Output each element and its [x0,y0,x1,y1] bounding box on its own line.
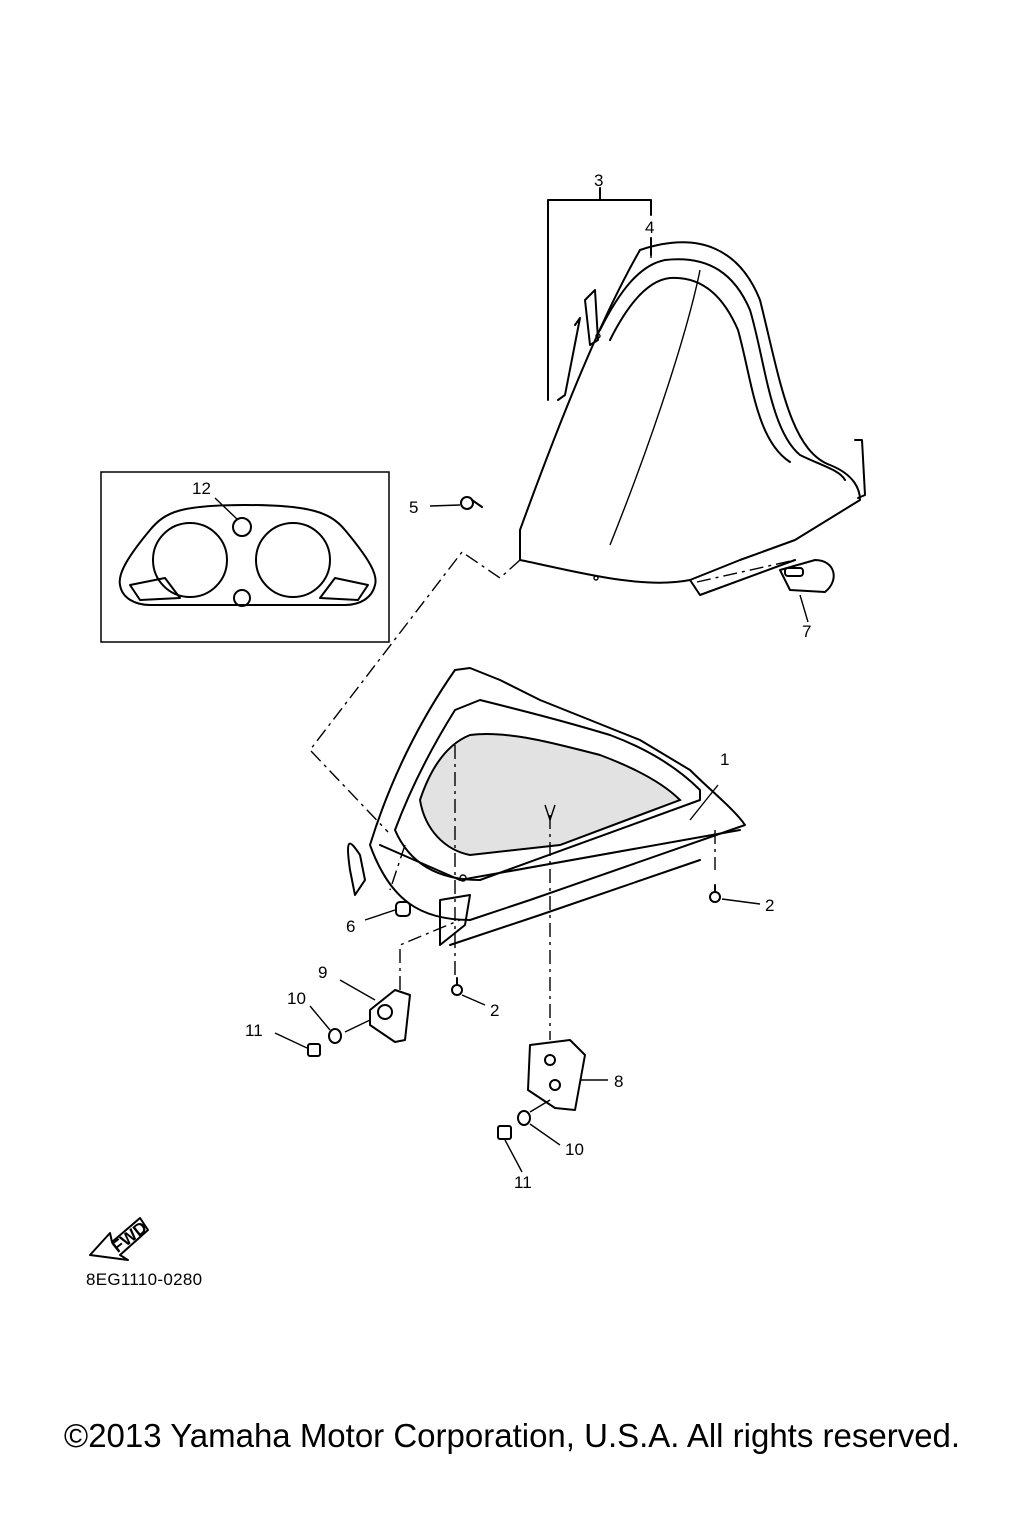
callout-1: 1 [720,750,729,769]
callout-11-left: 11 [245,1021,263,1040]
collar-6 [364,901,411,921]
callout-2-center: 2 [490,1001,499,1020]
callout-4: 4 [645,218,654,237]
callout-9: 9 [318,963,327,982]
callout-8: 8 [614,1072,623,1091]
meter-panel-inset [100,471,390,643]
bolt-2-right [709,884,761,905]
copyright-notice: ©2013 Yamaha Motor Corporation, U.S.A. A… [63,1417,961,1454]
windshield [519,241,866,596]
callout-6: 6 [346,917,355,936]
bolt-2-center [451,977,486,1006]
washer-10-right [517,1099,561,1146]
assembly-guide-lines [309,551,796,1040]
callout-2-right: 2 [765,896,774,915]
nut-11-right [497,1125,523,1173]
callout-3: 3 [594,171,603,190]
bolt-5 [429,496,483,510]
diagram-part-code: 8EG1110-0280 [86,1270,203,1289]
grommet-7 [779,559,835,623]
bracket-8 [527,1039,608,1111]
washer-10-left [309,1005,371,1044]
callout-7: 7 [802,622,811,641]
callout-10-right: 10 [565,1140,584,1159]
front-cowling [347,667,746,946]
callout-10-left: 10 [287,989,306,1008]
callout-5: 5 [409,498,418,517]
nut-11-left [274,1032,321,1057]
bracket-9 [339,919,461,1043]
callout-12: 12 [192,479,211,498]
callout-11-right: 11 [514,1173,532,1192]
fwd-arrow-icon: FWD [89,1217,151,1261]
